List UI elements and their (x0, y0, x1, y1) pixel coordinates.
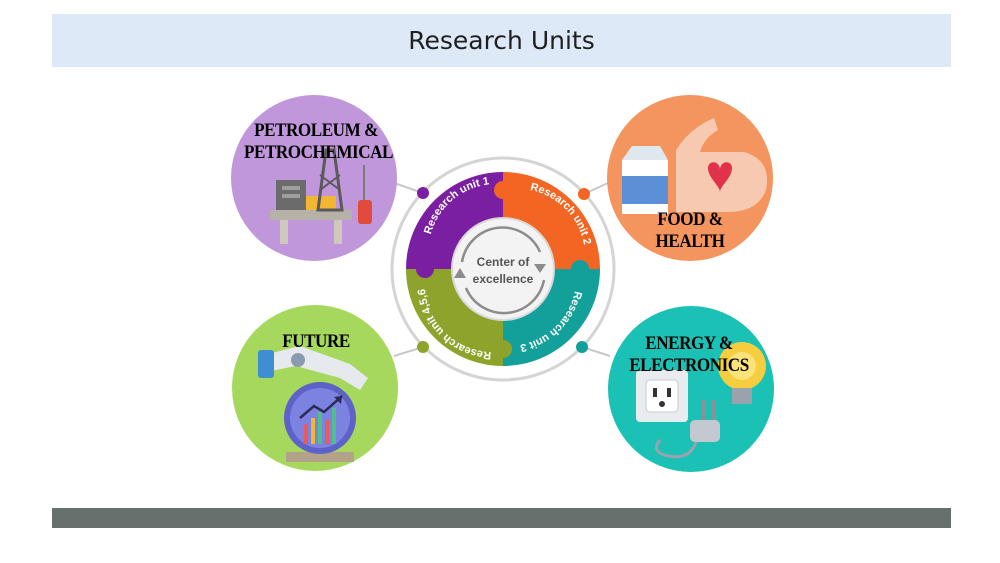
future-label-line1: FUTURE (282, 331, 350, 352)
segment-research-unit-2[interactable] (503, 172, 600, 269)
petroleum-label-line1: PETROLEUM & (254, 120, 378, 141)
center-label-line2: excellence (473, 272, 534, 286)
milk-carton-icon (622, 146, 668, 214)
power-plug-icon (654, 400, 720, 459)
food-health-label: FOOD & HEALTH (622, 209, 759, 253)
robot-arm-icon (258, 346, 368, 390)
future-label: FUTURE (262, 331, 370, 353)
segment-research-unit-4-5-6[interactable] (406, 269, 503, 366)
energy-label: ENERGY & ELECTRONICS (622, 333, 757, 377)
petroleum-label-line2: PETROCHEMICAL (244, 142, 394, 163)
power-socket-icon (636, 370, 688, 422)
title-bar: Research Units (52, 14, 951, 67)
petroleum-bubble[interactable] (231, 95, 397, 261)
food-health-bubble[interactable] (607, 95, 773, 261)
puzzle-tab (494, 340, 512, 358)
muscle-heart-icon (676, 118, 768, 212)
cycle-arrow-icon (464, 279, 546, 315)
energy-label-line2: ELECTRONICS (629, 355, 749, 376)
food-health-label-line1: FOOD & HEALTH (655, 209, 725, 252)
segment-research-unit-1[interactable] (406, 172, 503, 269)
center-label-line1: Center of (477, 255, 531, 269)
oil-rig-icon (270, 148, 372, 244)
segment-research-unit-3[interactable] (503, 269, 600, 366)
petroleum-label: PETROLEUM & PETROCHEMICAL (244, 120, 394, 164)
energy-label-line1: ENERGY & (645, 333, 733, 354)
puzzle-tab (416, 260, 434, 278)
connector-dot (578, 188, 590, 200)
arrowhead-icon (534, 264, 546, 273)
connector-dot (417, 341, 429, 353)
light-bulb-icon (718, 342, 766, 404)
connector-dot (417, 187, 429, 199)
puzzle-tab (494, 181, 512, 199)
connector-dot (576, 341, 588, 353)
future-bubble[interactable] (232, 305, 398, 471)
footer-bar (52, 508, 951, 528)
cycle-arrow-icon (460, 226, 542, 263)
center-circle (451, 217, 555, 321)
arrowhead-icon (454, 268, 466, 278)
crystal-ball-chart-icon (284, 382, 356, 462)
puzzle-tab (571, 260, 589, 278)
energy-bubble[interactable] (608, 306, 774, 472)
page-title: Research Units (408, 26, 595, 55)
